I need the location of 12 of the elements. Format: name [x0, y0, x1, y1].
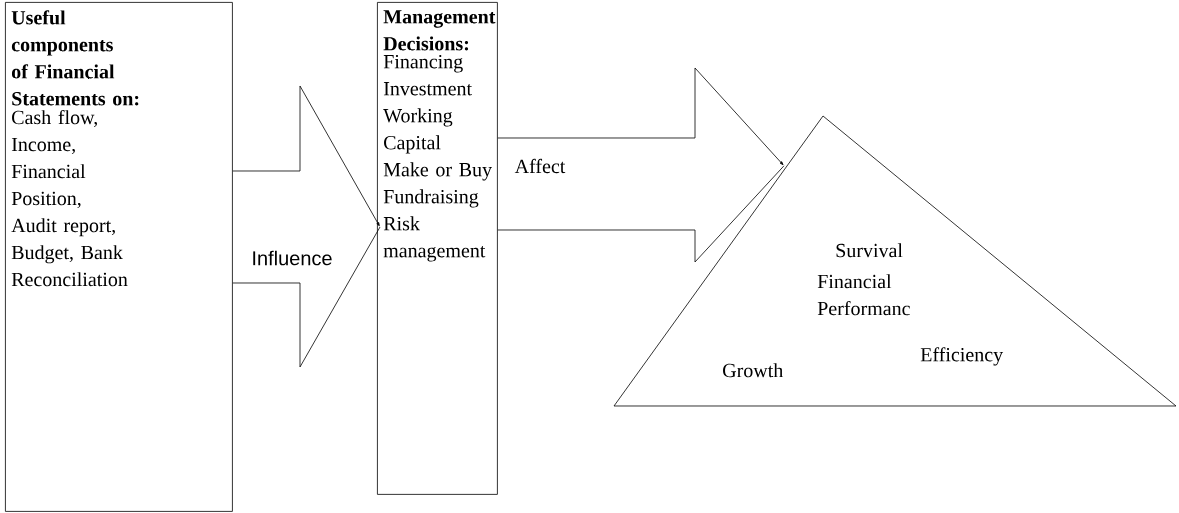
block-arrow [232, 85, 381, 368]
block-arrow [497, 67, 785, 263]
box-heading: Management Decisions: [383, 10, 496, 51]
edge-label: Affect [513, 157, 567, 175]
item-list: Financing Investment Working Capital Make or Buy Fundraising Risk management [383, 55, 492, 262]
triangle-label: Efficiency [920, 347, 1004, 366]
edge-label: Influence [250, 249, 334, 267]
triangle-label: Financial Performanc [817, 274, 910, 316]
item-list: Cash flow, Income, Financial Position, Audit report, Budget, Bank Reconciliation [11, 109, 128, 287]
triangle-label: Survival [836, 243, 903, 258]
box-heading: Useful components of Financial Statements on: [11, 10, 139, 106]
triangle-label: Growth [723, 363, 784, 378]
